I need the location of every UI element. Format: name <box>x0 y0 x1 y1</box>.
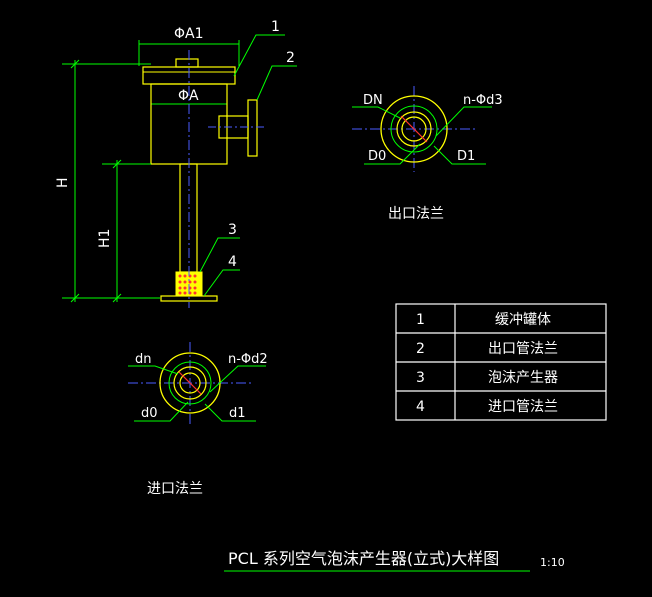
outlet-flange-caption: 出口法兰 <box>388 206 444 222</box>
dimension-H1 <box>102 159 151 303</box>
dimension-phiA1 <box>138 40 240 66</box>
dimension-H <box>62 59 160 303</box>
parts-table: 1 缓冲罐体 2 出口管法兰 3 泡沫产生器 4 进口管法兰 <box>395 303 607 421</box>
callout-leaders <box>199 34 297 297</box>
outlet-bore-circle <box>401 116 427 142</box>
lid-handle <box>175 58 199 68</box>
inlet-label-d0: d0 <box>141 406 158 421</box>
parts-table-grid <box>395 303 607 421</box>
inlet-bolt-circle <box>168 361 212 405</box>
callout-4: 4 <box>228 254 237 270</box>
outlet-bore-diagonal <box>400 115 428 143</box>
inlet-label-nphid2: n-Φd2 <box>228 352 268 367</box>
parts-row-name: 进口管法兰 <box>488 399 558 415</box>
outlet-flange-side <box>247 99 258 157</box>
parts-row-name: 出口管法兰 <box>488 341 558 357</box>
inlet-bore-diagonal <box>178 371 202 395</box>
inlet-flange-plan: dn n-Φd2 d0 d1 进口法兰 <box>128 342 268 497</box>
drawing-title: PCL 系列空气泡沫产生器(立式)大样图 <box>228 549 499 568</box>
inlet-pipe-circle <box>173 366 207 400</box>
callout-2: 2 <box>286 50 295 66</box>
inlet-flange-caption: 进口法兰 <box>147 481 203 497</box>
outlet-label-DN: DN <box>363 93 383 108</box>
outlet-flange-leaders <box>352 106 492 165</box>
parts-row-no: 2 <box>416 341 425 357</box>
parts-row-no: 3 <box>416 370 425 386</box>
parts-row-name: 缓冲罐体 <box>495 312 551 328</box>
dim-label-H1: H1 <box>97 229 113 248</box>
dim-label-H: H <box>55 177 71 188</box>
inlet-label-d1: d1 <box>229 406 246 421</box>
outlet-label-D1: D1 <box>457 149 475 164</box>
parts-row-no: 1 <box>416 312 425 328</box>
callout-1: 1 <box>271 19 280 35</box>
dim-label-phiA1: ΦA1 <box>174 26 204 42</box>
inlet-bore-circle <box>179 372 201 394</box>
drawing-scale: 1:10 <box>540 556 565 569</box>
callout-3: 3 <box>228 222 237 238</box>
elevation-view: ΦA1 ΦA <box>55 19 297 308</box>
outlet-flange-plan: DN n-Φd3 D0 D1 出口法兰 <box>352 86 503 222</box>
parts-row-name: 泡沫产生器 <box>488 370 558 386</box>
outlet-pipe-circle <box>396 111 432 147</box>
inlet-label-dn: dn <box>135 352 152 367</box>
outlet-label-nphid3: n-Φd3 <box>463 93 503 108</box>
outlet-bolt-circle <box>390 105 438 153</box>
parts-row-no: 4 <box>416 399 425 415</box>
inlet-flange-side <box>160 295 218 302</box>
outlet-label-D0: D0 <box>368 149 386 164</box>
outlet-flange-outer-circle <box>380 95 448 163</box>
inlet-flange-leaders <box>128 365 266 422</box>
